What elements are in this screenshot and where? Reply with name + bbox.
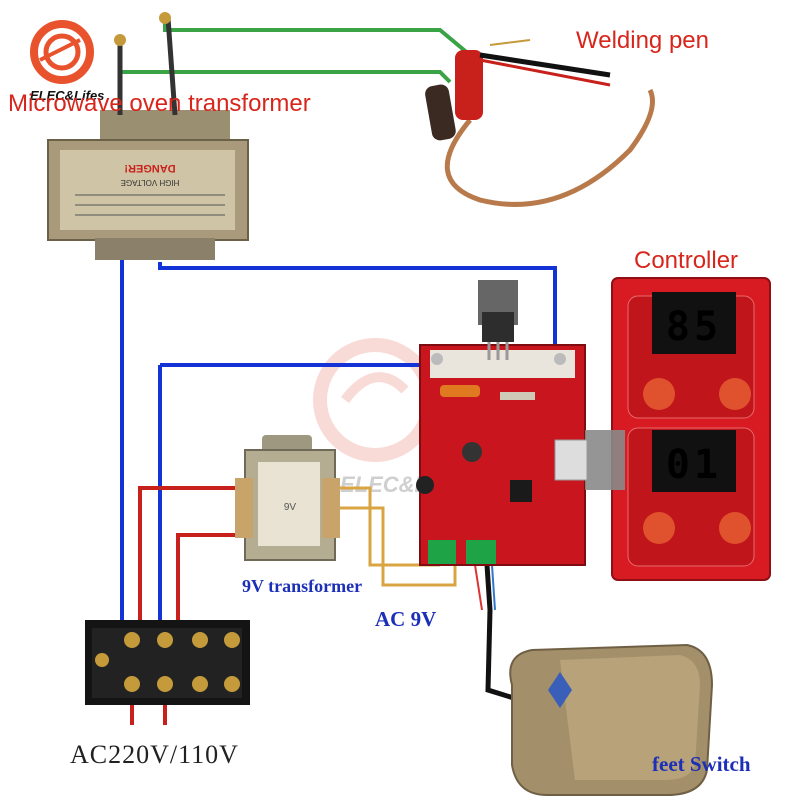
foot-switch-cable: [484, 564, 521, 703]
main-control-board: [416, 280, 625, 566]
label-feet-switch: feet Switch: [652, 752, 751, 776]
label-welding-pen: Welding pen: [576, 27, 709, 54]
display-upper: 85: [666, 304, 722, 350]
yellow-wires: [330, 486, 457, 587]
label-9v-transformer: 9V transformer: [242, 576, 363, 596]
brand-logo-text: ELEC&Lifes: [30, 88, 105, 103]
welding-pen: [425, 39, 655, 207]
transformer-plate: DANGER! HIGH VOLTAGE: [75, 162, 225, 216]
label-controller: Controller: [634, 247, 739, 274]
watermark-logo: [313, 338, 437, 462]
display-lower: 01: [666, 442, 722, 488]
terminal-block: [85, 620, 250, 705]
small-transformer-marking: 9V: [284, 502, 297, 513]
label-ac-mains: AC220V/110V: [70, 740, 239, 769]
microwave-transformer: [47, 12, 249, 260]
label-ac-9v: AC 9V: [375, 607, 437, 631]
foot-switch: [509, 643, 714, 796]
small-transformer: [235, 435, 340, 561]
controller-panel: [611, 277, 771, 581]
label-microwave-transformer: Microwave oven transformer: [8, 90, 311, 117]
brand-logo: [30, 20, 94, 84]
blue-wires: [120, 258, 557, 635]
transformer-danger-text: DANGER!: [124, 162, 175, 174]
transformer-voltage-text: HIGH VOLTAGE: [121, 178, 180, 187]
